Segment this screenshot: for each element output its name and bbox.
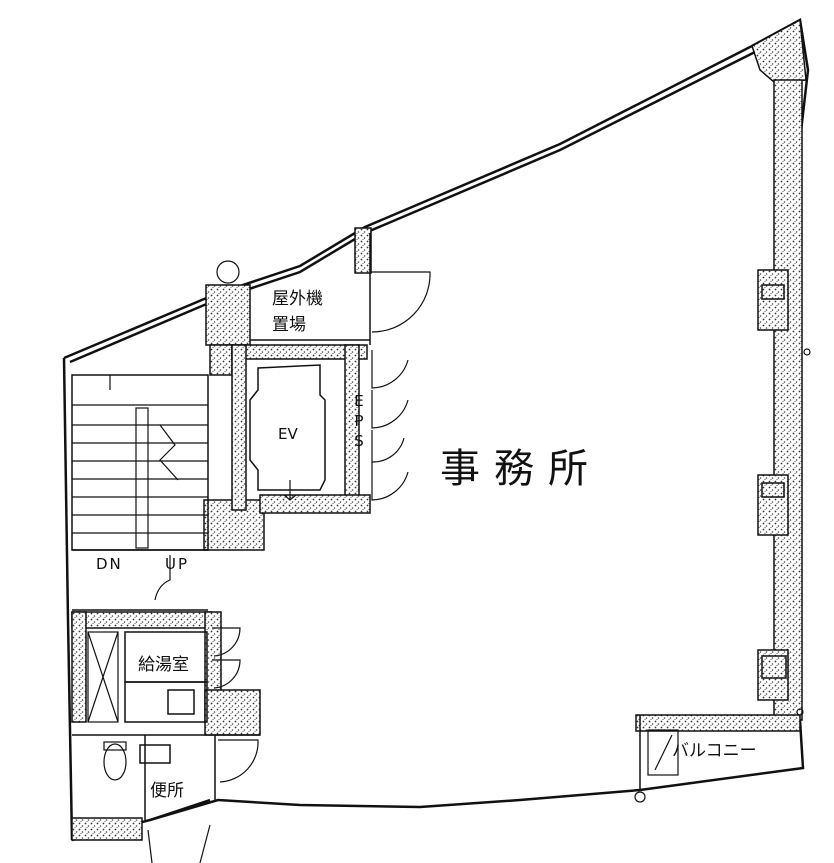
elevator-label: EV bbox=[278, 425, 298, 443]
kitchenette-label: 給湯室 bbox=[138, 655, 189, 675]
toilet-label: 便所 bbox=[150, 781, 184, 801]
interior-walls bbox=[71, 233, 787, 820]
sanitary-fixtures bbox=[87, 631, 127, 781]
eps-label: EPS bbox=[350, 392, 368, 452]
stair-up-label: UP bbox=[165, 555, 190, 573]
hatched-walls bbox=[71, 18, 807, 841]
office-label: 事務所 bbox=[440, 446, 602, 492]
staircase bbox=[72, 375, 208, 601]
balcony-marker bbox=[647, 729, 679, 776]
balcony-label: バルコニー bbox=[672, 741, 757, 761]
door-swings bbox=[147, 271, 431, 863]
elevator bbox=[283, 480, 297, 501]
outdoor-unit-label-line1: 屋外機 bbox=[272, 289, 323, 309]
wall-marks bbox=[216, 260, 811, 803]
stair-down-label: DN bbox=[96, 555, 123, 573]
outdoor-unit-label-line2: 置場 bbox=[272, 315, 306, 335]
